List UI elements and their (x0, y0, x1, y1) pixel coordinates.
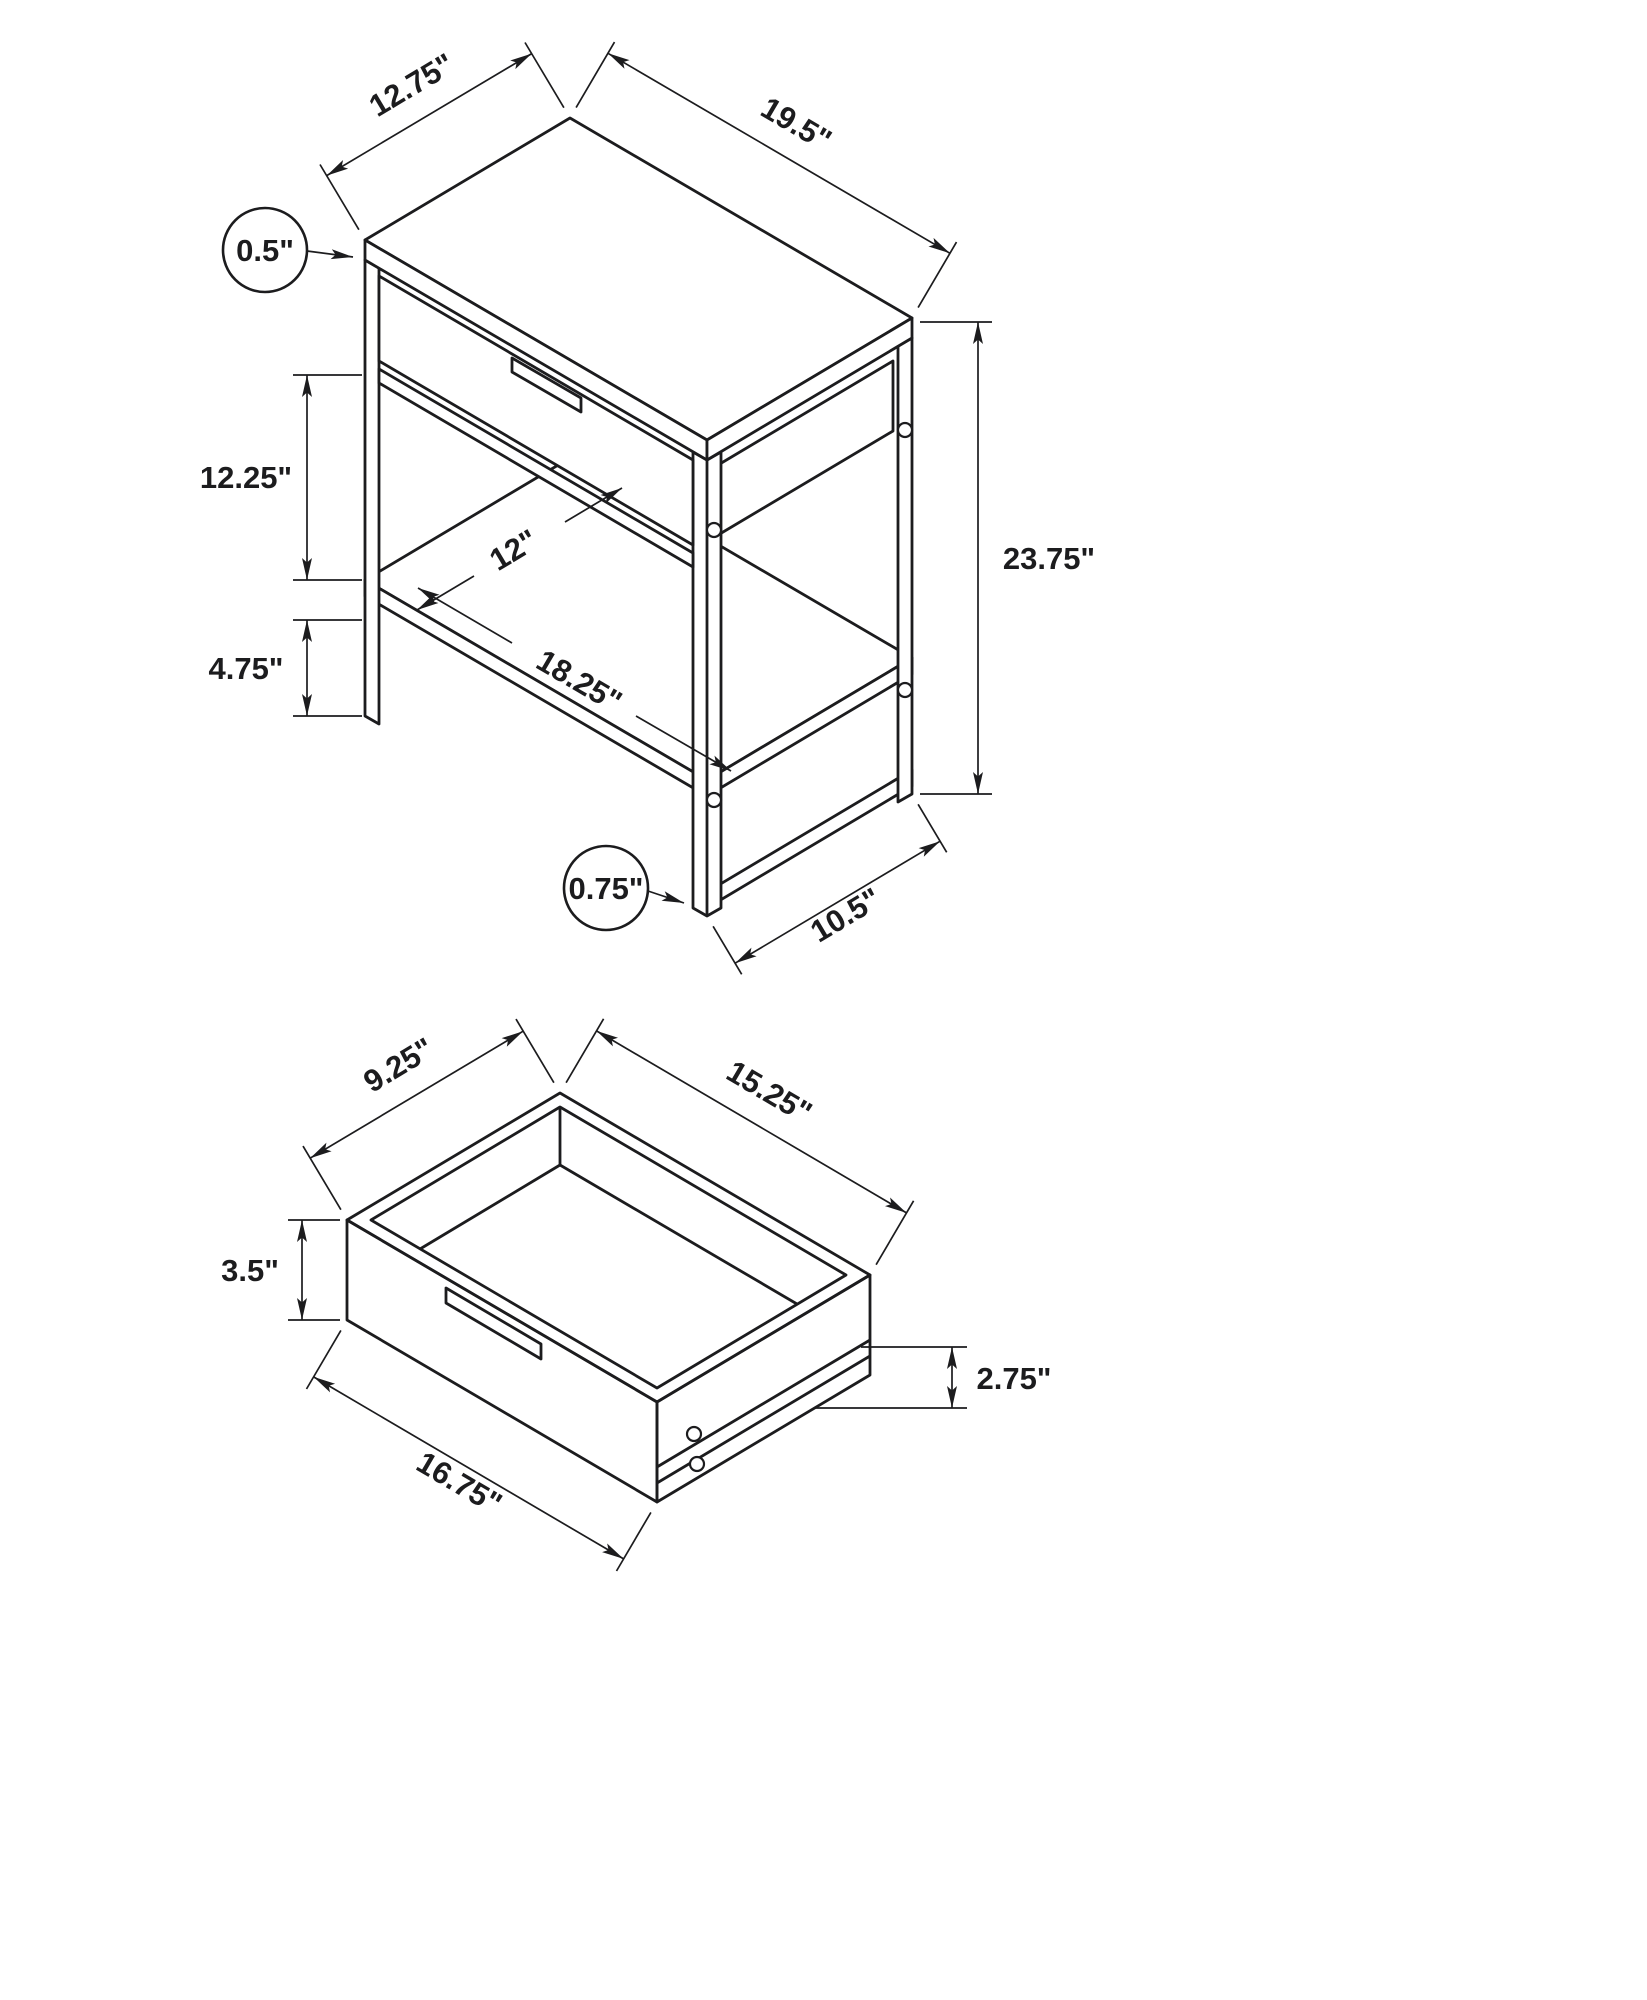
screw-icon (685, 1425, 703, 1443)
dimension-line (607, 52, 951, 255)
screw-icon (705, 521, 723, 539)
screw-icon (896, 681, 914, 699)
extension-line (302, 1145, 342, 1211)
drawer-structure (345, 1091, 872, 1504)
dim-label-base-depth: 10.5" (804, 881, 886, 949)
screw-icon (896, 421, 914, 439)
screw-icon (705, 791, 723, 809)
dim-label-shelf-to-floor: 4.75" (208, 651, 283, 686)
dim-top-thickness-callout: 0.5" (221, 206, 354, 294)
drawer-handle (444, 1286, 543, 1361)
leader-arrow (306, 249, 354, 260)
dimension-line (596, 1030, 907, 1214)
dimension-line (734, 840, 941, 964)
dim-leg-thickness-callout: 0.75" (562, 844, 685, 932)
extension-line (875, 1200, 915, 1266)
table-structure (363, 116, 914, 918)
dimension-line (326, 52, 533, 177)
dimension-line (416, 575, 475, 611)
extension-line (712, 925, 743, 975)
dimension-line (313, 1376, 625, 1560)
drawer-front (377, 274, 695, 547)
extension-line (917, 803, 948, 853)
tabletop-right-edge (705, 316, 914, 462)
drawer-bottom-seam (559, 1163, 798, 1306)
screw-icon (688, 1455, 706, 1473)
extension-line (319, 164, 360, 231)
dim-drawer-side-height: 2.75" (814, 1346, 1052, 1409)
extension-line (575, 41, 616, 109)
extension-line (305, 1329, 342, 1390)
dim-label-drawer-outer-width: 16.75" (411, 1445, 508, 1522)
dimension-line (417, 587, 513, 644)
right-leg (896, 336, 914, 804)
callout-circle (562, 844, 650, 932)
dim-drawer-depth: 9.25" (302, 1018, 555, 1211)
drawer-diagram: 9.25" 15.25" 3.5" 2.75" (221, 1018, 1052, 1572)
dimension-line (309, 1030, 524, 1159)
dim-drawer-front-height: 3.5" (221, 1219, 340, 1321)
drawer-slide-rail-line (656, 1338, 871, 1469)
dim-label-top-width: 19.5" (755, 90, 837, 158)
dim-drawer-to-shelf: 12.25" (200, 374, 362, 581)
drawer-right-face (655, 1273, 872, 1504)
dim-shelf-to-floor: 4.75" (208, 619, 362, 717)
dimension-line (635, 715, 732, 772)
dimension-line (564, 487, 623, 523)
extension-line (917, 241, 958, 309)
dim-label-overall-height: 23.75" (1003, 541, 1095, 576)
dim-label-top-thickness: 0.5" (236, 233, 294, 268)
table-diagram: 12.75" 19.5" 0.5" 12.25" (200, 41, 1095, 975)
bottom-rail (705, 768, 914, 910)
dim-overall-height: 23.75" (920, 321, 1095, 795)
drawer-inner-rim (369, 1105, 848, 1390)
extension-line (615, 1511, 652, 1572)
left-leg (363, 258, 381, 726)
extension-line (565, 1018, 605, 1084)
leader-arrow (647, 890, 685, 904)
front-rail (377, 367, 695, 569)
dim-label-top-depth: 12.75" (363, 46, 460, 123)
dim-label-leg-thickness: 0.75" (568, 871, 643, 906)
dim-label-drawer-front-height: 3.5" (221, 1253, 279, 1288)
dim-label-drawer-to-shelf: 12.25" (200, 460, 292, 495)
dim-label-drawer-width: 15.25" (721, 1054, 818, 1131)
callout-circle (221, 206, 309, 294)
drawer-outer-rim (345, 1091, 872, 1404)
extension-line (524, 42, 565, 109)
dim-label-drawer-side-height: 2.75" (976, 1361, 1051, 1396)
extension-line (515, 1018, 555, 1084)
drawer-bottom-seam (419, 1163, 561, 1251)
drawer-handle (510, 356, 583, 414)
